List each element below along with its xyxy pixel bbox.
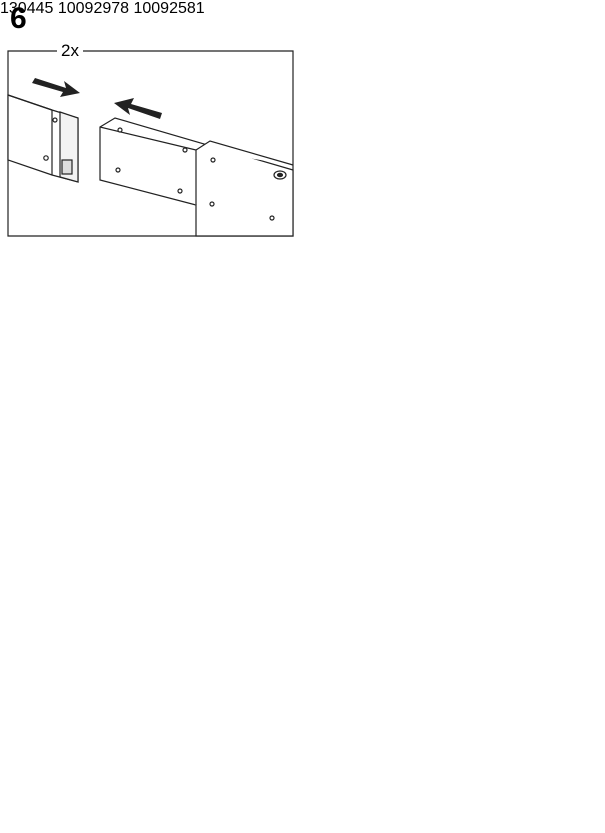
- detail-panel-right: 130445 10092978 10092581: [0, 0, 205, 17]
- multiplier-label: 2x: [57, 41, 83, 61]
- detail-panel-left: [7, 50, 294, 237]
- part-code-1: 10092978: [57, 0, 130, 17]
- beam-end-left: [7, 94, 79, 183]
- arrow-right-icon: [32, 78, 80, 97]
- arrow-left-icon: [114, 98, 162, 119]
- part-code-2: 10092581: [133, 0, 205, 17]
- tool-code: 130445: [0, 0, 54, 17]
- beam-with-connector: [99, 117, 294, 237]
- step-number: 6: [10, 2, 27, 35]
